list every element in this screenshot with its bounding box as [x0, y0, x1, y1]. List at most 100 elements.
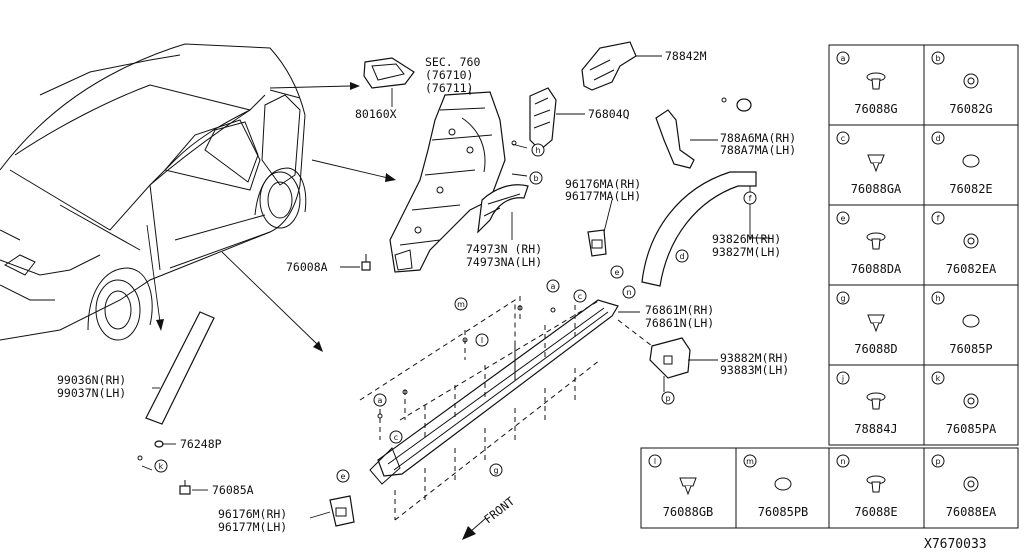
marker-b-1-letter: b: [533, 174, 538, 183]
marker-b-1: b: [529, 171, 543, 185]
part-96176m-shape: [329, 495, 355, 527]
push-clip-tip-icon: [872, 322, 880, 333]
legend-cell-f: f 76082EA: [931, 211, 997, 276]
legend-letter-k-circle: [931, 371, 945, 385]
marker-p-11-circle: [661, 391, 675, 405]
push-clip-icon: [867, 314, 885, 324]
label-front: FRONT: [481, 494, 517, 526]
marker-c-14-circle: [389, 430, 403, 444]
legend-code-d: 76082E: [949, 182, 992, 196]
fastener-icon: [962, 154, 980, 168]
legend-letter-a: a: [836, 51, 850, 65]
marker-e-15-letter: e: [341, 472, 346, 481]
figure-id: X7670033: [924, 537, 987, 552]
marker-a-13: a: [546, 279, 560, 293]
marker-a-13-letter: a: [551, 282, 556, 291]
label-96176ma: 96176MA(RH): [565, 177, 641, 191]
plug-icon: [962, 314, 980, 328]
legend-letter-k: k: [931, 371, 945, 385]
legend-letter-e-circle: [836, 211, 850, 225]
part-93826m-shape: [641, 171, 757, 287]
clip-shank-icon: [871, 238, 881, 250]
plug-icon: [962, 154, 980, 168]
label-93882m: 93882M(RH): [720, 351, 789, 365]
legend-letter-e-letter: e: [841, 214, 846, 223]
marker-m-9: m: [454, 297, 468, 311]
grommet-hole-icon: [967, 397, 975, 405]
legend-letter-f-circle: [931, 211, 945, 225]
sill-dashed-layout: [359, 296, 661, 521]
plug-icon: [774, 477, 792, 491]
legend-letter-g: g: [836, 291, 850, 305]
marker-a-13-circle: [546, 279, 560, 293]
label-sec-sub2: (76711): [425, 81, 473, 95]
label-93827m: 93827M(LH): [712, 245, 781, 259]
fastener-icon: [963, 73, 979, 89]
legend-letter-d-circle: [931, 131, 945, 145]
marker-h-0-circle: [531, 143, 545, 157]
callout-labels: SEC. 760 (76710) (76711) 80160X 78842M 7…: [57, 49, 987, 552]
legend-letter-m-circle: [743, 454, 757, 468]
legend-letter-p-circle: [931, 454, 945, 468]
small-fasteners: [137, 97, 752, 495]
legend-cell-l: l 76088GB: [648, 454, 714, 519]
marker-e-15: e: [336, 469, 350, 483]
label-99037n: 99037N(LH): [57, 386, 126, 400]
marker-a-12-letter: a: [378, 396, 383, 405]
label-sec-760: SEC. 760: [425, 55, 480, 69]
front-arrow: [462, 517, 487, 540]
part-78842m-shape: [581, 41, 637, 91]
grommet-hole-icon: [967, 237, 975, 245]
legend-code-h: 76085P: [949, 342, 992, 356]
clip-shank-icon: [871, 398, 881, 410]
part-78842m-detail: [589, 59, 615, 81]
marker-f-5-letter: f: [749, 194, 752, 203]
marker-l-8-circle: [475, 333, 489, 347]
clip-shank-icon: [871, 481, 881, 493]
label-76085a: 76085A: [212, 483, 254, 497]
legend-letter-l: l: [648, 454, 662, 468]
marker-g-6-letter: g: [493, 466, 498, 475]
legend-letter-c-letter: c: [841, 134, 845, 143]
label-93826m: 93826M(RH): [712, 232, 781, 246]
legend-code-f: 76082EA: [946, 262, 997, 276]
label-sec-sub1: (76710): [425, 68, 473, 82]
label-788a7ma: 788A7MA(LH): [720, 143, 796, 157]
legend-letter-n-letter: n: [840, 457, 845, 466]
label-99036n: 99036N(RH): [57, 373, 126, 387]
marker-n-10: n: [622, 285, 636, 299]
legend-letter-m-letter: m: [746, 457, 754, 466]
fastener-icon: [774, 477, 792, 491]
marker-e-4-circle: [610, 265, 624, 279]
legend-code-b: 76082G: [949, 102, 992, 116]
marker-g-6: g: [489, 463, 503, 477]
legend-code-l: 76088GB: [663, 505, 714, 519]
marker-b-1-circle: [529, 171, 543, 185]
legend-code-c: 76088GA: [851, 182, 902, 196]
legend-letter-e: e: [836, 211, 850, 225]
marker-c-2: c: [573, 289, 587, 303]
part-80160x-detail: [371, 63, 405, 81]
push-clip-icon: [679, 477, 697, 487]
car-illustration: [0, 43, 307, 341]
label-96176m: 96176M(RH): [218, 507, 287, 521]
part-93882m-detail: [663, 355, 673, 365]
marker-a-12: a: [373, 393, 387, 407]
label-76861m: 76861M(RH): [645, 303, 714, 317]
legend-letter-j-circle: [836, 371, 850, 385]
clip-shank-icon: [871, 78, 881, 90]
marker-e-15-circle: [336, 469, 350, 483]
fastener-icon: [962, 314, 980, 328]
label-76008a: 76008A: [286, 260, 328, 274]
label-96177m: 96177M(LH): [218, 520, 287, 534]
leader-lines: [141, 55, 770, 519]
fastener-icon: [963, 233, 979, 249]
label-788a6ma: 788A6MA(RH): [720, 131, 796, 145]
legend-letter-f: f: [931, 211, 945, 225]
fastener-icon: [866, 72, 886, 90]
